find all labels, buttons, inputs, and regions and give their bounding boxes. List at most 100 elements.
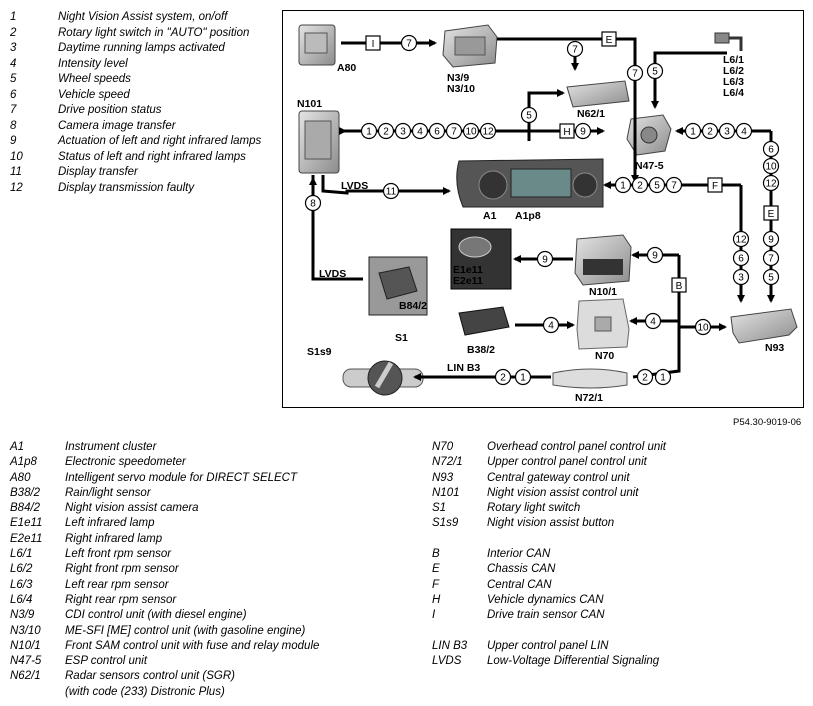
- signal-description: Drive position status: [58, 104, 162, 116]
- signal-9-marker: 9: [762, 230, 780, 248]
- svg-text:3: 3: [738, 273, 744, 284]
- signal-7-marker: 7: [626, 64, 644, 82]
- label-n70: N70: [595, 350, 614, 362]
- signal-number: 2: [10, 26, 17, 39]
- svg-text:2: 2: [500, 373, 506, 384]
- legend-code: B84/2: [10, 502, 41, 515]
- component-legend-row: (with code (233) Distronic Plus): [10, 685, 420, 700]
- label-b84: B84/2: [399, 300, 427, 312]
- svg-text:7: 7: [768, 254, 774, 265]
- signal-9-marker: 9: [536, 250, 554, 268]
- lvds-display-line: [321, 175, 451, 195]
- legend-code: F: [432, 578, 440, 591]
- b38-sensor-image: [458, 306, 510, 336]
- legend-code: N3/9: [10, 609, 35, 622]
- legend-text: ESP control unit: [65, 655, 148, 668]
- signal-7-marker: 7: [566, 40, 584, 58]
- svg-text:9: 9: [768, 235, 774, 246]
- n72-control-unit-image: [552, 368, 628, 389]
- legend-text: Right front rpm sensor: [65, 563, 179, 576]
- bus-E-box: E: [601, 31, 617, 47]
- legend-code: A1p8: [10, 456, 37, 469]
- legend-text: Left front rpm sensor: [65, 548, 172, 561]
- signal-2-marker: 2: [494, 368, 512, 386]
- n3-control-unit-image: [442, 24, 498, 68]
- legend-code: N70: [432, 441, 454, 453]
- signal-1-marker: 1: [654, 368, 672, 386]
- n101-control-unit-image: [298, 110, 340, 174]
- signal-12-marker: 12: [762, 174, 780, 192]
- legend-text: Left rear rpm sensor: [65, 578, 169, 591]
- legend-text: ME-SFI [ME] control unit (with gasoline …: [65, 624, 306, 637]
- svg-text:9: 9: [652, 251, 658, 262]
- legend-text: Central CAN: [487, 578, 552, 591]
- legend-code: E2e11: [10, 532, 43, 545]
- signal-6-marker: 6: [428, 122, 446, 140]
- wheel-speed-line: [651, 51, 727, 109]
- legend-text: Low-Voltage Differential Signaling: [487, 655, 660, 668]
- signal-5-marker: 5: [646, 62, 664, 80]
- signal-number: 9: [10, 135, 17, 147]
- svg-text:7: 7: [632, 69, 638, 80]
- svg-text:2: 2: [642, 373, 648, 384]
- signal-5-marker: 5: [648, 176, 666, 194]
- label-s1s9: S1s9: [307, 346, 332, 358]
- signal-4-marker: 4: [644, 312, 662, 330]
- rotary-switch-image: [342, 360, 424, 396]
- signal-5-marker: 5: [762, 268, 780, 286]
- signal-2-marker: 2: [636, 368, 654, 386]
- signal-description: Actuation of left and right infrared lam…: [58, 135, 262, 147]
- svg-text:1: 1: [660, 373, 666, 384]
- legend-text: Electronic speedometer: [65, 456, 186, 469]
- signal-description: Night Vision Assist system, on/off: [58, 11, 228, 23]
- svg-text:1: 1: [620, 181, 626, 192]
- signal-8-marker: 8: [304, 194, 322, 212]
- svg-text:5: 5: [526, 111, 532, 122]
- legend-text: Upper control panel LIN: [487, 639, 609, 652]
- legend-code: N10/1: [10, 639, 41, 652]
- label-s1: S1: [395, 332, 408, 344]
- signal-10-marker: 10: [462, 122, 480, 140]
- infrared-lamp-image: [450, 228, 512, 290]
- label-n72: N72/1: [575, 392, 603, 404]
- signal-6-marker: 6: [762, 140, 780, 158]
- legend-text: Interior CAN: [487, 548, 551, 561]
- signal-description: Wheel speeds: [58, 73, 131, 85]
- figure-reference: P54.30-9019-06: [733, 417, 802, 428]
- signal-2-marker: 2: [701, 122, 719, 140]
- svg-text:12: 12: [482, 127, 494, 138]
- legend-text: (with code (233) Distronic Plus): [65, 685, 225, 698]
- legend-code: L6/3: [10, 578, 33, 591]
- legend-text: Rotary light switch: [487, 502, 581, 515]
- signal-12-marker: 12: [732, 230, 750, 248]
- signal-number: 5: [10, 73, 17, 85]
- signal-2-marker: 2: [377, 122, 395, 140]
- legend-code: LIN B3: [432, 639, 468, 652]
- signal-11-marker: 11: [382, 182, 400, 200]
- signal-number: 12: [10, 181, 23, 194]
- signal-legend-row: 9 Actuation of left and right infrared la…: [10, 134, 275, 150]
- bus-E-box: E: [763, 205, 779, 221]
- b84-camera-image: [368, 256, 428, 316]
- signal-description: Vehicle speed: [58, 88, 130, 101]
- bus-I-box: I: [365, 35, 381, 51]
